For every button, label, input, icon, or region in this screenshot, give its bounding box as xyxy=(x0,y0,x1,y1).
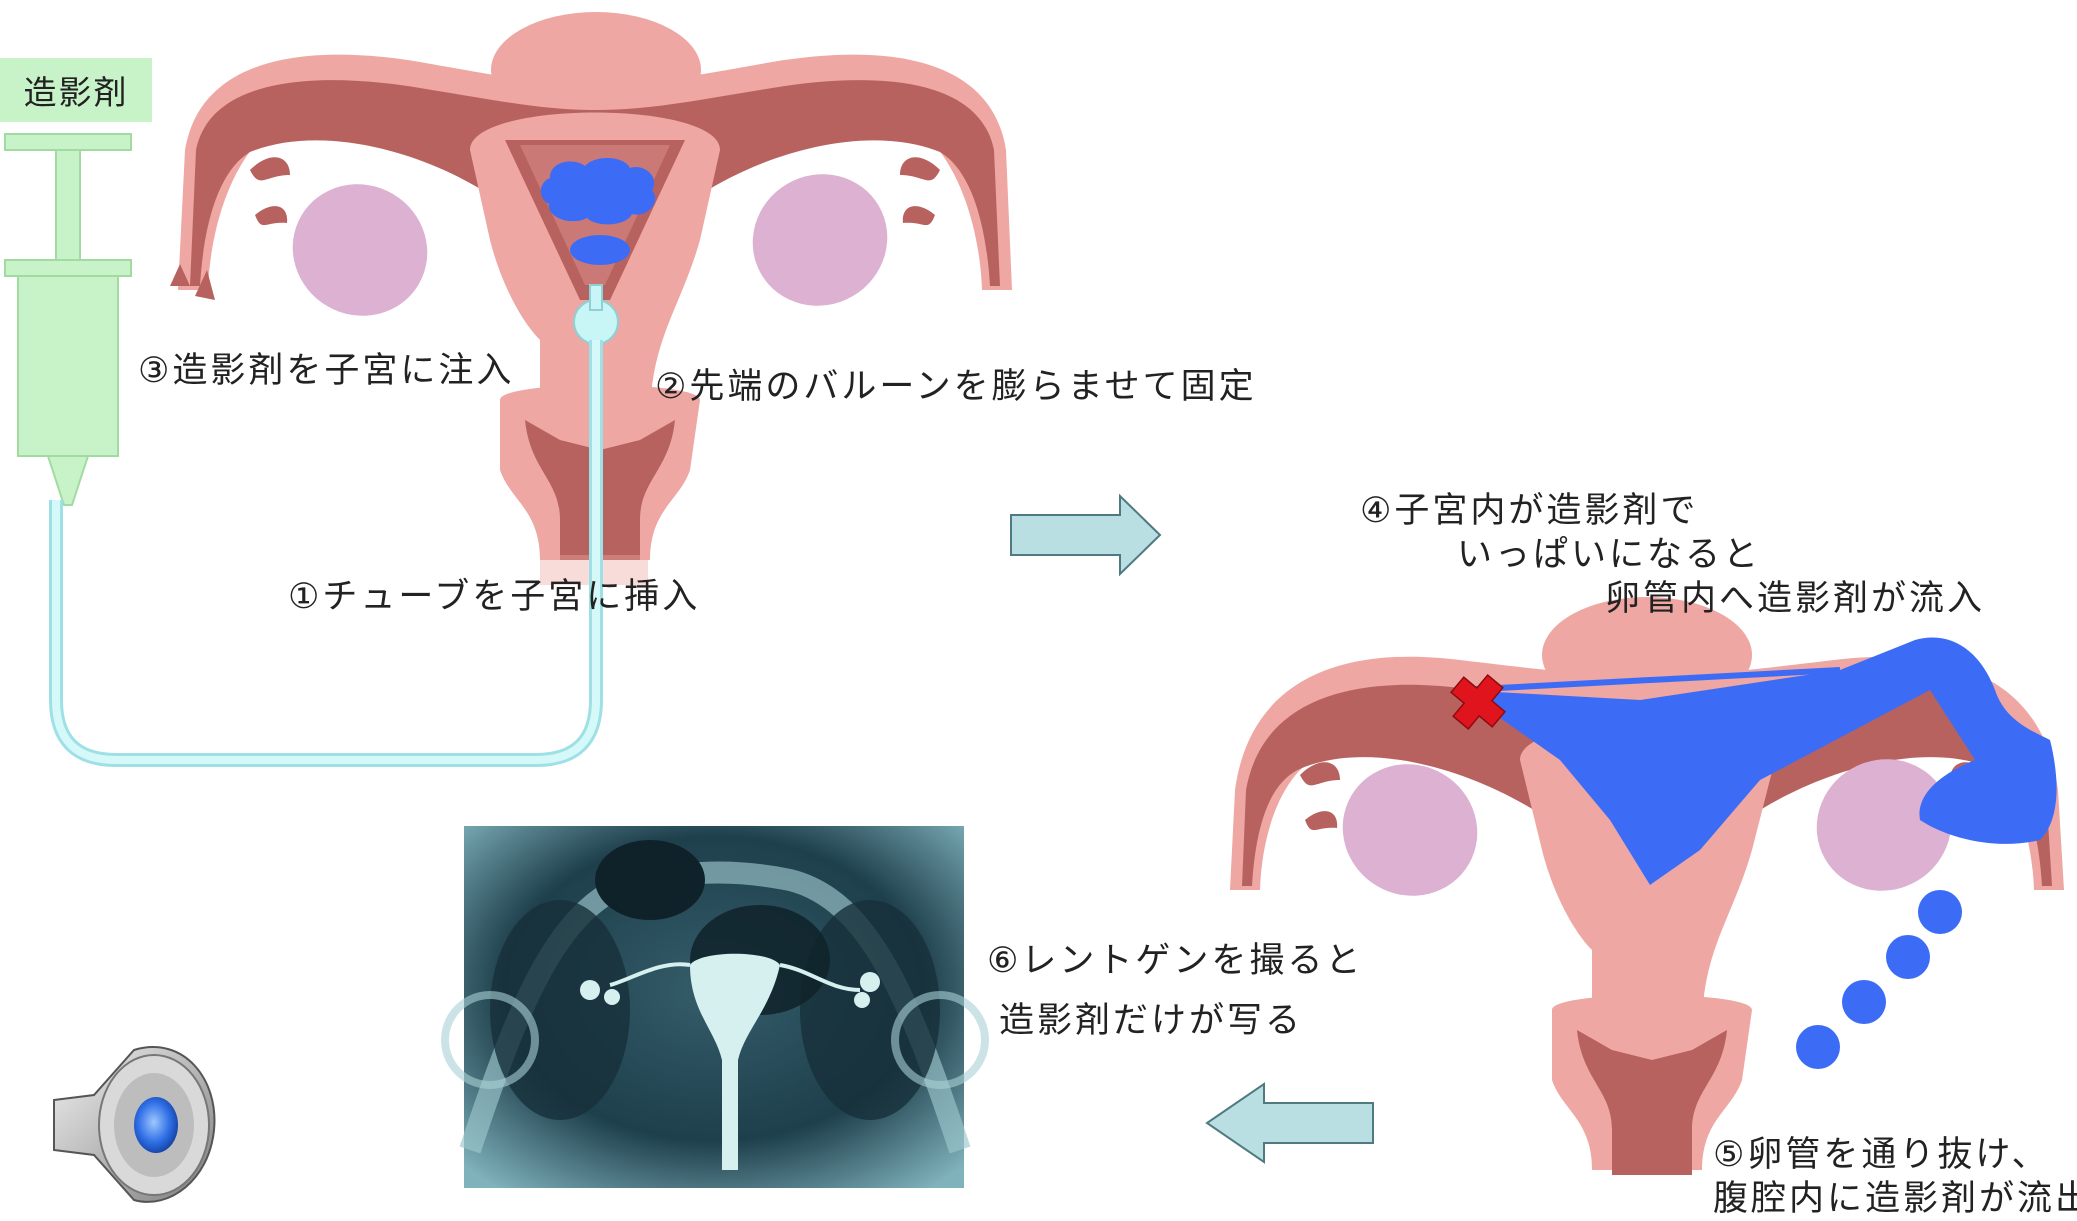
contrast-blob-top xyxy=(541,158,655,224)
step-5-label-line2: 腹腔内に造影剤が流出 xyxy=(1713,1170,2077,1221)
step-6-label-line1: ⑥レントゲンを撮ると xyxy=(987,932,1363,983)
step-3-label: ③造影剤を子宮に注入 xyxy=(138,342,514,393)
arrow-left-icon xyxy=(1207,1084,1373,1162)
step-2-label: ②先端のバルーンを膨らませて固定 xyxy=(655,358,1257,409)
syringe-label: 造影剤 xyxy=(0,58,152,122)
step-4-label-line3: 卵管内へ造影剤が流入 xyxy=(1605,570,1985,621)
contrast-droplet xyxy=(1918,890,1962,934)
ovary-right xyxy=(729,150,912,331)
step-6-label-line2: 造影剤だけが写る xyxy=(999,992,1303,1043)
contrast-droplet xyxy=(1886,935,1930,979)
step-1-label: ①チューブを子宮に挿入 xyxy=(288,568,700,619)
contrast-blob-lower xyxy=(570,235,630,265)
contrast-droplet xyxy=(1796,1025,1840,1069)
arrow-right-icon xyxy=(1011,496,1160,574)
xray-image xyxy=(445,826,985,1188)
syringe xyxy=(5,134,131,505)
speaker-icon[interactable] xyxy=(54,1047,214,1202)
uterus-bottom-right xyxy=(1230,597,2064,1175)
contrast-droplet xyxy=(1842,980,1886,1024)
ovary-left xyxy=(269,160,452,341)
